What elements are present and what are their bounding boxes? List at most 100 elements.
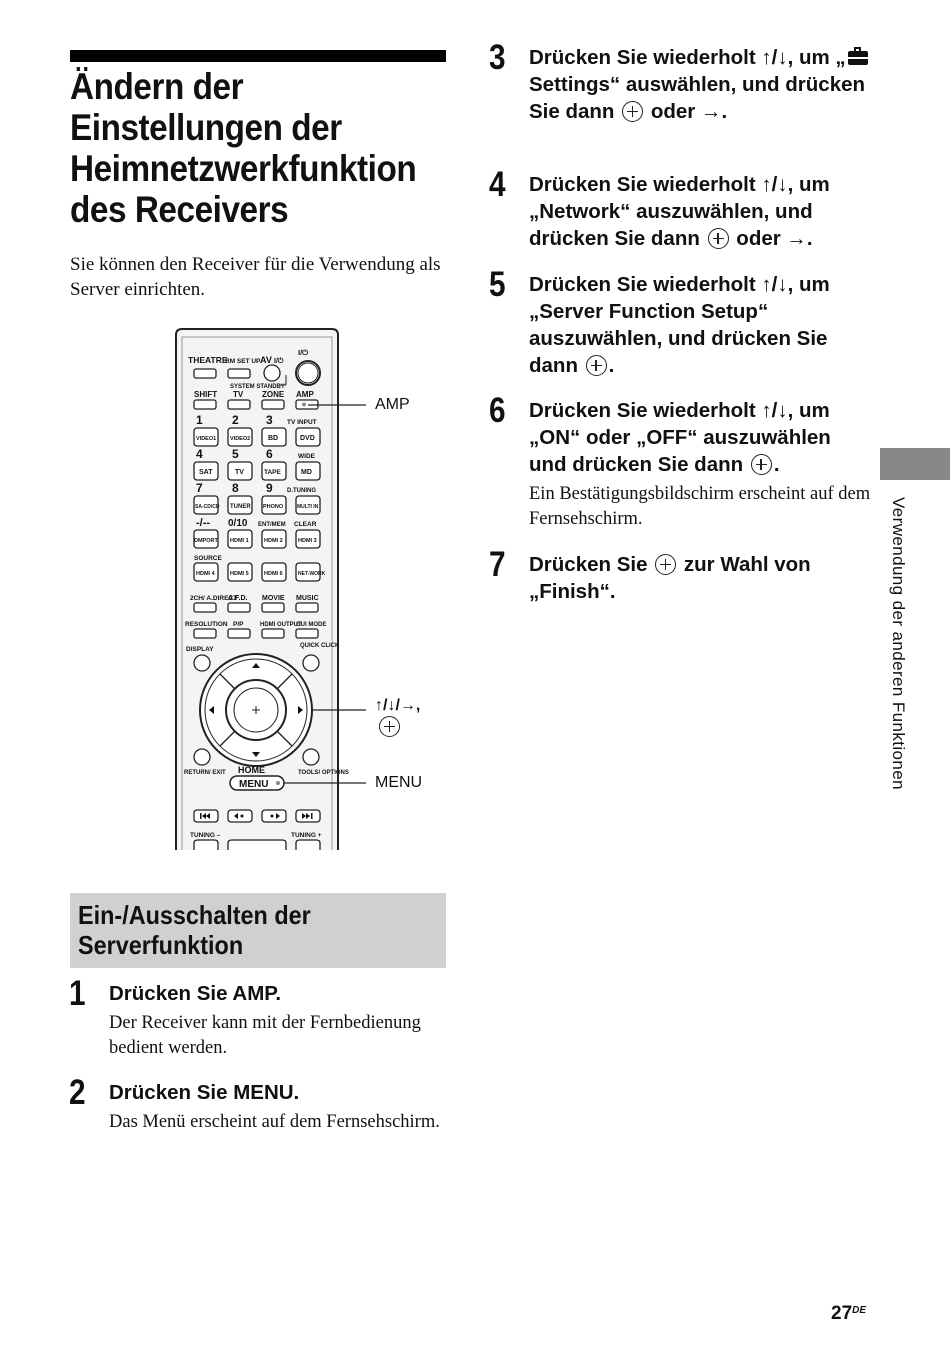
step-6: 6 Drücken Sie wiederholt ↑/↓, um „ON“ od… (489, 391, 874, 532)
remote-btn-sacd: SA-CD/CD (195, 504, 220, 510)
enter-icon (655, 554, 677, 575)
remote-label-source: SOURCE (194, 555, 222, 562)
remote-btn-hdmi5: HDMI 5 (230, 571, 249, 577)
remote-num-1: 1 (196, 413, 203, 427)
remote-label-menu: MENU (239, 779, 268, 790)
remote-label-tv: TV (233, 390, 244, 399)
remote-btn-phono: PHONO (263, 504, 284, 510)
callout-enter-icon (377, 716, 402, 738)
remote-label-power-av: I/⏻ (274, 357, 284, 365)
remote-label-wide: WIDE (298, 453, 316, 460)
remote-btn-hdmi1: HDMI 1 (230, 538, 249, 544)
remote-num-9: 9 (266, 481, 273, 495)
remote-btn-dmport: DMPORT (194, 538, 218, 544)
remote-num-8: 8 (232, 481, 239, 495)
remote-label-entmem: ENT/MEM (258, 522, 286, 528)
callout-menu: MENU (375, 774, 423, 791)
page-title: Ändern der Einstellungen der Heimnetzwer… (70, 66, 417, 230)
remote-label-2ch: 2CH/ A.DIRECT (190, 595, 237, 602)
remote-num-010: 0/10 (228, 518, 248, 529)
step-number: 7 (489, 545, 506, 584)
remote-label-tuning-plus: TUNING + (291, 832, 322, 839)
remote-label-gui-mode: GUI MODE (296, 622, 326, 628)
toolbox-icon (847, 47, 868, 65)
remote-label-quickclick: QUICK CLICK (300, 643, 340, 649)
remote-btn-network: NET-WORK (298, 571, 326, 577)
step-3: 3 Drücken Sie wiederholt ↑/↓, um „Settin… (489, 38, 874, 125)
step-2: 2 Drücken Sie MENU. Das Menü erscheint a… (69, 1073, 454, 1135)
step-1: 1 Drücken Sie AMP. Der Receiver kann mit… (69, 974, 454, 1061)
remote-label-tools: TOOLS/ OPTIONS (298, 770, 349, 776)
step-number: 5 (489, 265, 506, 304)
remote-label-av: AV (260, 355, 272, 365)
step-instruction: Drücken Sie wiederholt ↑/↓, um „Server F… (529, 273, 830, 377)
step-number: 2 (69, 1073, 86, 1112)
step-note: Ein Bestätigungsbildschirm erscheint auf… (529, 484, 871, 529)
remote-label-music: MUSIC (296, 595, 319, 602)
remote-label-power: I/⏻ (298, 348, 309, 357)
step-number: 1 (69, 974, 86, 1013)
remote-num-7: 7 (196, 481, 203, 495)
chapter-tab (880, 448, 950, 480)
callout-amp: AMP (375, 396, 410, 413)
remote-num-dash: -/-- (196, 517, 210, 529)
remote-label-tuning-minus: TUNING – (190, 832, 221, 839)
step-instruction: Drücken Sie wiederholt ↑/↓, um „ON“ oder… (529, 399, 831, 476)
step-number: 6 (489, 391, 506, 430)
remote-btn-tape: TAPE (264, 469, 282, 476)
step-note: Der Receiver kann mit der Fernbedienung … (109, 1013, 421, 1058)
remote-label-dtuning: D.TUNING (287, 488, 316, 494)
remote-label-home: HOME (238, 765, 265, 775)
callout-arrows: ↑/↓/→, (375, 697, 421, 714)
remote-btn-bd: BD (268, 435, 278, 442)
remote-btn-dvd: DVD (300, 435, 315, 442)
step-5: 5 Drücken Sie wiederholt ↑/↓, um „Server… (489, 265, 874, 379)
step-instruction: Drücken Sie MENU. (109, 1081, 300, 1104)
remote-btn-hdmi6: HDMI 6 (264, 571, 283, 577)
step-number: 4 (489, 165, 506, 204)
enter-icon (585, 355, 607, 376)
remote-num-3: 3 (266, 413, 273, 427)
remote-num-6: 6 (266, 447, 273, 461)
step-4: 4 Drücken Sie wiederholt ↑/↓, um „Networ… (489, 165, 874, 252)
step-7: 7 Drücken Sie zur Wahl von „Finish“. (489, 545, 874, 605)
remote-label-afd: A.F.D. (228, 595, 248, 602)
remote-label-rmsetup: RM SET UP (225, 358, 261, 365)
step-instruction: Drücken Sie wiederholt ↑/↓, um „Network“… (529, 173, 830, 250)
step-note: Das Menü erscheint auf dem Fernsehschirm… (109, 1112, 440, 1132)
remote-label-movie: MOVIE (262, 595, 285, 602)
remote-btn-tv: TV (235, 469, 244, 476)
remote-btn-tuner: TUNER (230, 504, 251, 510)
step-instruction: Drücken Sie wiederholt ↑/↓, um „Settings… (529, 44, 874, 125)
intro-text: Sie können den Receiver für die Verwendu… (70, 254, 441, 300)
section-header: Ein-/Ausschalten der Serverfunktion (70, 893, 446, 968)
enter-icon (707, 228, 729, 249)
remote-btn-video1: VIDEO1 (196, 436, 216, 442)
step-number: 3 (489, 38, 506, 77)
chapter-side-label: Verwendung der anderen Funktionen (889, 497, 908, 790)
enter-icon (750, 454, 772, 475)
remote-label-amp: AMP (296, 390, 314, 399)
remote-label-display: DISPLAY (186, 646, 214, 653)
remote-label-standby: SYSTEM STANDBY (230, 384, 285, 390)
remote-btn-multiin: MULTI IN (297, 504, 319, 510)
remote-label-zone: ZONE (262, 390, 285, 399)
section-title: Ein-/Ausschalten der Serverfunktion (78, 900, 311, 960)
remote-label-pip: P/P (233, 621, 244, 628)
enter-icon (622, 101, 644, 122)
remote-btn-hdmi3: HDMI 3 (298, 538, 317, 544)
remote-num-5: 5 (232, 447, 239, 461)
step-instruction: Drücken Sie zur Wahl von „Finish“. (529, 553, 811, 603)
remote-btn-hdmi4: HDMI 4 (196, 571, 216, 577)
remote-btn-sat: SAT (199, 469, 213, 476)
remote-num-4: 4 (196, 447, 203, 461)
remote-num-2: 2 (232, 413, 239, 427)
title-rule (70, 50, 446, 62)
remote-btn-hdmi2: HDMI 2 (264, 538, 283, 544)
page-number: 27DE (831, 1303, 867, 1324)
remote-label-shift: SHIFT (194, 390, 217, 399)
remote-btn-md: MD (301, 469, 312, 476)
remote-illustration: THEATRE RM SET UP AV I/⏻ I/⏻ SYSTEM STAN… (170, 325, 450, 850)
remote-label-resolution: RESOLUTION (185, 621, 228, 628)
remote-label-theatre: THEATRE (188, 355, 228, 365)
